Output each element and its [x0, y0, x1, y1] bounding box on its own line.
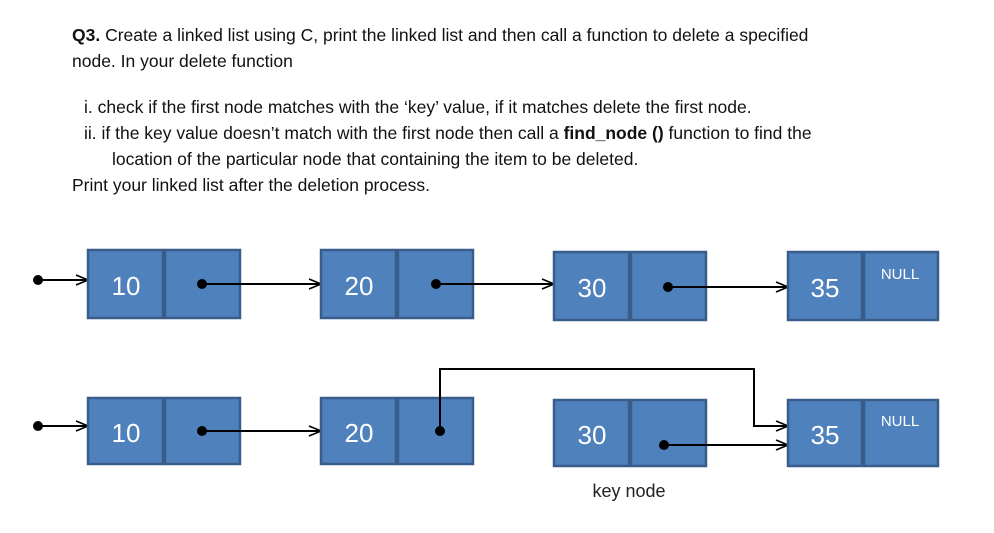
node-after-1-value: 10	[112, 418, 141, 448]
head-dot-after	[33, 421, 43, 431]
head-dot-before	[33, 275, 43, 285]
step-ii-continued: location of the particular node that con…	[112, 149, 639, 169]
step-ii-suffix: function to find the	[663, 123, 812, 143]
node-before-1-value: 10	[112, 271, 141, 301]
node-after-3-key-node: 30	[552, 398, 708, 468]
question-intro: Q3. Create a linked list using C, print …	[72, 22, 952, 74]
node-after-3-value: 30	[578, 420, 607, 450]
node-after-2: 20	[319, 396, 475, 466]
step-ii-function: find_node ()	[563, 123, 664, 143]
question-number: Q3.	[72, 25, 101, 45]
step-ii: ii. if the key value doesn’t match with …	[72, 120, 952, 146]
intro-line-1: Create a linked list using C, print the …	[105, 25, 809, 45]
intro-line-2: node. In your delete function	[72, 51, 293, 71]
step-i: i. check if the first node matches with …	[84, 97, 752, 117]
bypass-pointer-arrow	[439, 368, 788, 431]
closing-instruction: Print your linked list after the deletio…	[72, 175, 430, 195]
node-after-4: 35 NULL	[786, 398, 940, 468]
list-after: 10 20 30 35 NULL key node	[33, 368, 940, 501]
node-before-4-value: 35	[811, 273, 840, 303]
node-before-3-value: 30	[578, 273, 607, 303]
step-ii-prefix: ii. if the key value doesn’t match with …	[84, 123, 564, 143]
delete-steps-list: i. check if the first node matches with …	[72, 94, 952, 172]
question-text: Q3. Create a linked list using C, print …	[72, 22, 952, 198]
list-before: 10 20 30 35 NULL	[33, 248, 940, 322]
node-before-4: 35 NULL	[786, 250, 940, 322]
key-node-label: key node	[592, 481, 665, 501]
node-after-2-value: 20	[345, 418, 374, 448]
node-before-4-null: NULL	[881, 266, 919, 283]
node-after-4-null: NULL	[881, 413, 919, 430]
node-after-4-value: 35	[811, 420, 840, 450]
node-before-2-value: 20	[345, 271, 374, 301]
